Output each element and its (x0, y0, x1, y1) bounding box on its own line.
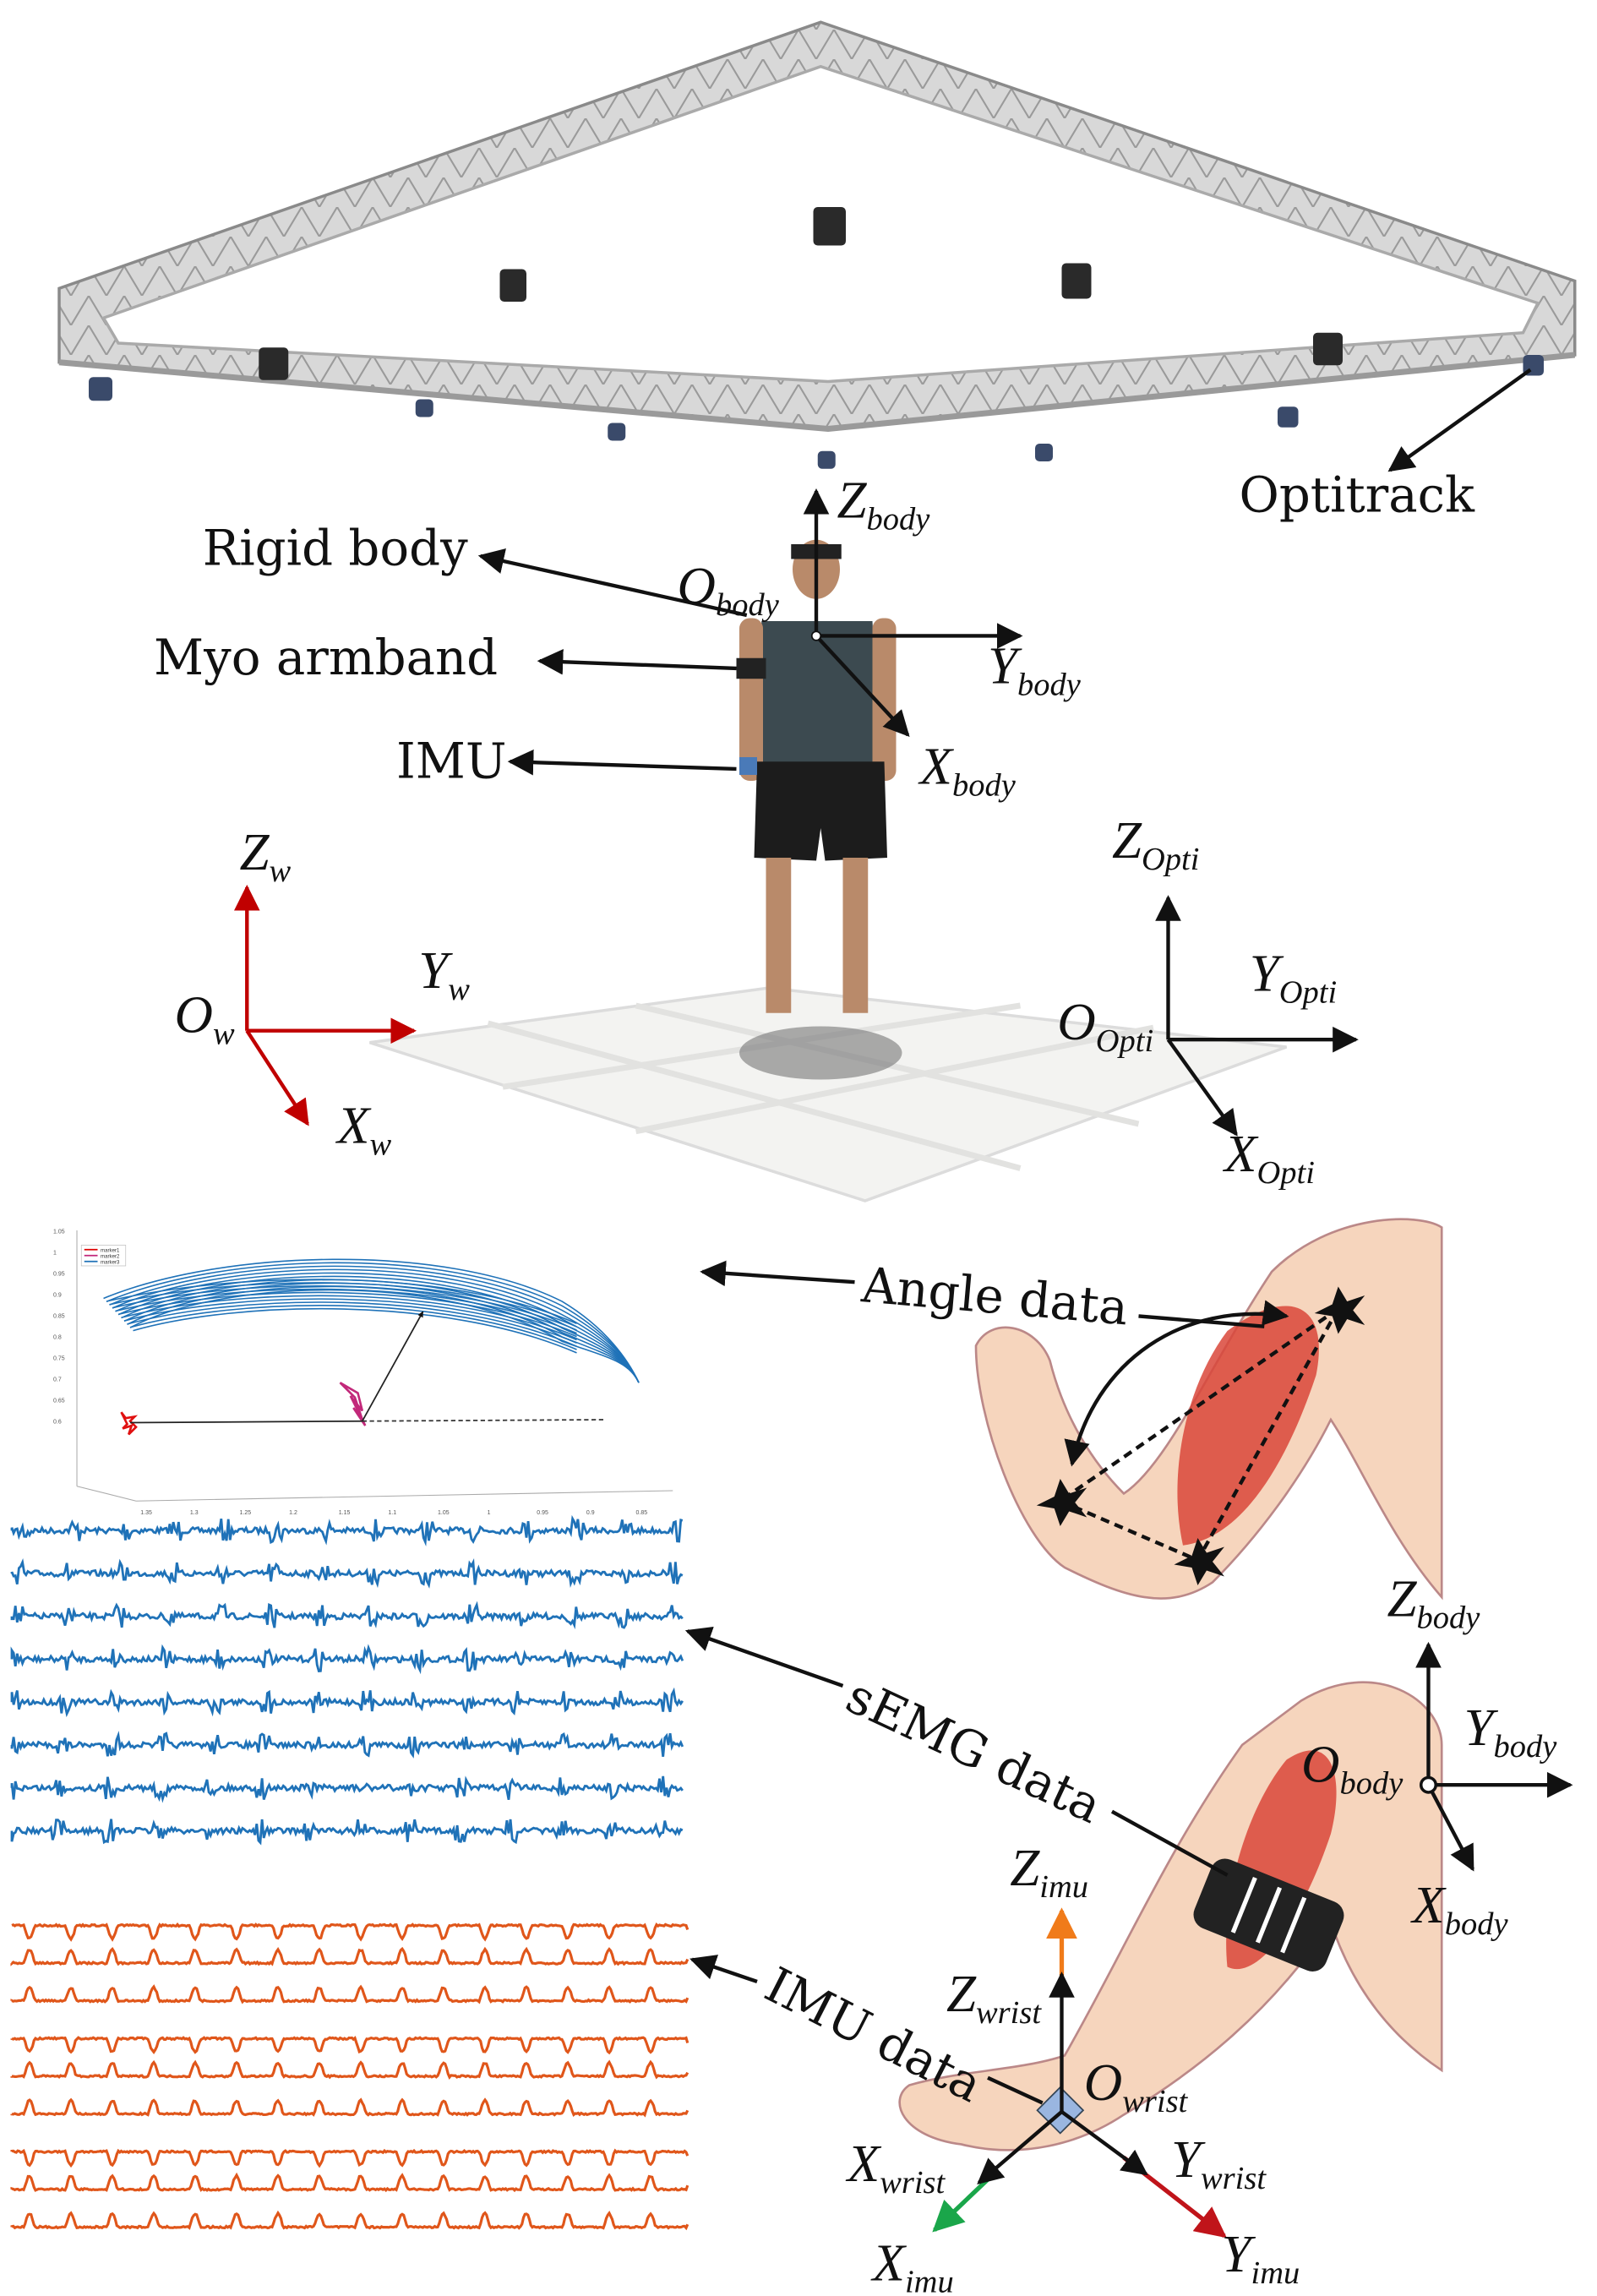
x-body-label: Xbody (917, 736, 1016, 803)
x-tick-label: 0.85 (636, 1510, 648, 1516)
semg-channel (10, 1644, 684, 1675)
svg-text:XOpti: XOpti (1222, 1124, 1315, 1191)
svg-text:Ximu: Ximu (869, 2233, 953, 2296)
imu-channel (10, 2148, 689, 2168)
wrist-imu-frame-axes: Zimu Zwrist Owrist Ywrist Yimu Xwrist Xi… (845, 1838, 1300, 2296)
capture-floor (368, 986, 1288, 1203)
svg-text:Zw: Zw (240, 822, 292, 889)
svg-text:ZOpti: ZOpti (1112, 810, 1199, 877)
svg-text:Obody: Obody (1301, 1735, 1404, 1802)
svg-text:Xwrist: Xwrist (845, 2134, 946, 2201)
arm-body-frame-axes: Zbody Ybody Obody Xbody (1301, 1569, 1573, 1942)
myo-armband-icon (1193, 1858, 1344, 1972)
x-tick-label: 1.35 (140, 1510, 152, 1516)
o-body-label: Obody (678, 556, 780, 623)
svg-text:marker1: marker1 (101, 1247, 120, 1253)
semg-channel (10, 1819, 684, 1846)
marker-icons (1036, 1286, 1365, 1585)
imu-label: IMU (396, 732, 507, 789)
trajectory-3d-plot: marker1 marker2 marker3 1.05 1 0.95 0.9 0.85… (53, 1229, 673, 1516)
z-tick-label: 1 (53, 1250, 57, 1256)
z-tick-label: 0.8 (53, 1335, 62, 1341)
z-tick-label: 0.85 (53, 1314, 65, 1320)
x-tick-label: 1.3 (190, 1510, 199, 1516)
z-tick-label: 0.65 (53, 1399, 65, 1404)
x-tick-label: 1 (488, 1510, 491, 1516)
semg-channel (10, 1514, 684, 1547)
imu-channel (10, 2036, 689, 2055)
z-body-label: Zbody (837, 470, 930, 537)
svg-text:OOpti: OOpti (1057, 992, 1153, 1059)
optitrack-label: Optitrack (1239, 466, 1475, 523)
x-tick-label: 1.1 (388, 1510, 396, 1516)
svg-text:Ywrist: Ywrist (1171, 2130, 1267, 2196)
semg-channel (10, 1558, 684, 1589)
semg-channel (10, 1601, 684, 1630)
svg-text:Xw: Xw (335, 1096, 391, 1163)
imu-sensor-icon (739, 756, 758, 775)
svg-text:YOpti: YOpti (1250, 943, 1337, 1010)
imu-channel (10, 1984, 689, 2004)
trajectory-loop (127, 1285, 640, 1383)
imu-channel (10, 2097, 689, 2118)
imu-signals (10, 1922, 689, 2231)
z-tick-label: 0.9 (53, 1293, 62, 1299)
svg-text:Owrist: Owrist (1084, 2053, 1189, 2119)
svg-text:Yw: Yw (418, 941, 470, 1007)
marker3-trajectory (103, 1258, 640, 1383)
imu-channel (10, 2172, 689, 2193)
optitrack-frame-axes: ZOpti YOpti OOpti XOpti (1057, 810, 1359, 1191)
angle-data-label: Angle data (858, 1256, 1131, 1336)
marker2-trajectory (339, 1382, 367, 1426)
z-tick-label: 0.7 (53, 1377, 62, 1383)
svg-text:Zimu: Zimu (1010, 1838, 1088, 1905)
semg-channel (10, 1687, 684, 1718)
x-tick-label: 1.25 (240, 1510, 252, 1516)
imu-channel (10, 2210, 689, 2231)
marker1-trajectory (120, 1411, 139, 1436)
z-tick-label: 0.6 (53, 1420, 62, 1426)
svg-text:Ybody: Ybody (1463, 1698, 1557, 1764)
myo-armband-icon (736, 657, 766, 679)
imu-channel (10, 2059, 689, 2080)
x-tick-label: 1.15 (339, 1510, 351, 1516)
svg-text:Yimu: Yimu (1221, 2224, 1300, 2291)
arm-illustration-angle (974, 1218, 1443, 1601)
y-body-label: Ybody (988, 635, 1082, 702)
rigid-body-label: Rigid body (203, 519, 468, 576)
semg-signals (10, 1514, 684, 1846)
imu-channel (10, 1946, 689, 1966)
semg-data-label: sEMG data (838, 1666, 1111, 1835)
trajectory-loop (123, 1282, 640, 1383)
imu-channel (11, 1922, 689, 1942)
semg-channel (10, 1775, 684, 1803)
subject-person (736, 539, 897, 1013)
trajectory-loop (129, 1289, 640, 1383)
x-tick-label: 1.05 (438, 1510, 450, 1516)
x-tick-label: 0.9 (586, 1510, 595, 1516)
semg-channel (10, 1731, 684, 1759)
world-frame-axes: Zw Yw Ow Xw (175, 822, 471, 1163)
z-tick-label: 0.75 (53, 1356, 65, 1362)
z-tick-label: 1.05 (53, 1229, 65, 1235)
svg-text:Zwrist: Zwrist (946, 1964, 1042, 2031)
plot-legend: marker1 marker2 marker3 (80, 1245, 127, 1267)
z-tick-label: 0.95 (53, 1272, 65, 1278)
arm-illustration-sensors (898, 1681, 1443, 2151)
svg-text:Ow: Ow (175, 984, 236, 1051)
body-frame-axes: Zbody Ybody Xbody Obody (678, 470, 1082, 803)
svg-text:Xbody: Xbody (1409, 1875, 1508, 1942)
svg-text:marker2: marker2 (101, 1253, 120, 1259)
x-tick-label: 0.95 (537, 1510, 548, 1516)
svg-text:marker3: marker3 (101, 1259, 120, 1265)
myo-armband-label: Myo armband (154, 629, 498, 686)
optitrack-truss (57, 20, 1577, 469)
x-tick-label: 1.2 (289, 1510, 297, 1516)
svg-text:Zbody: Zbody (1387, 1569, 1480, 1636)
